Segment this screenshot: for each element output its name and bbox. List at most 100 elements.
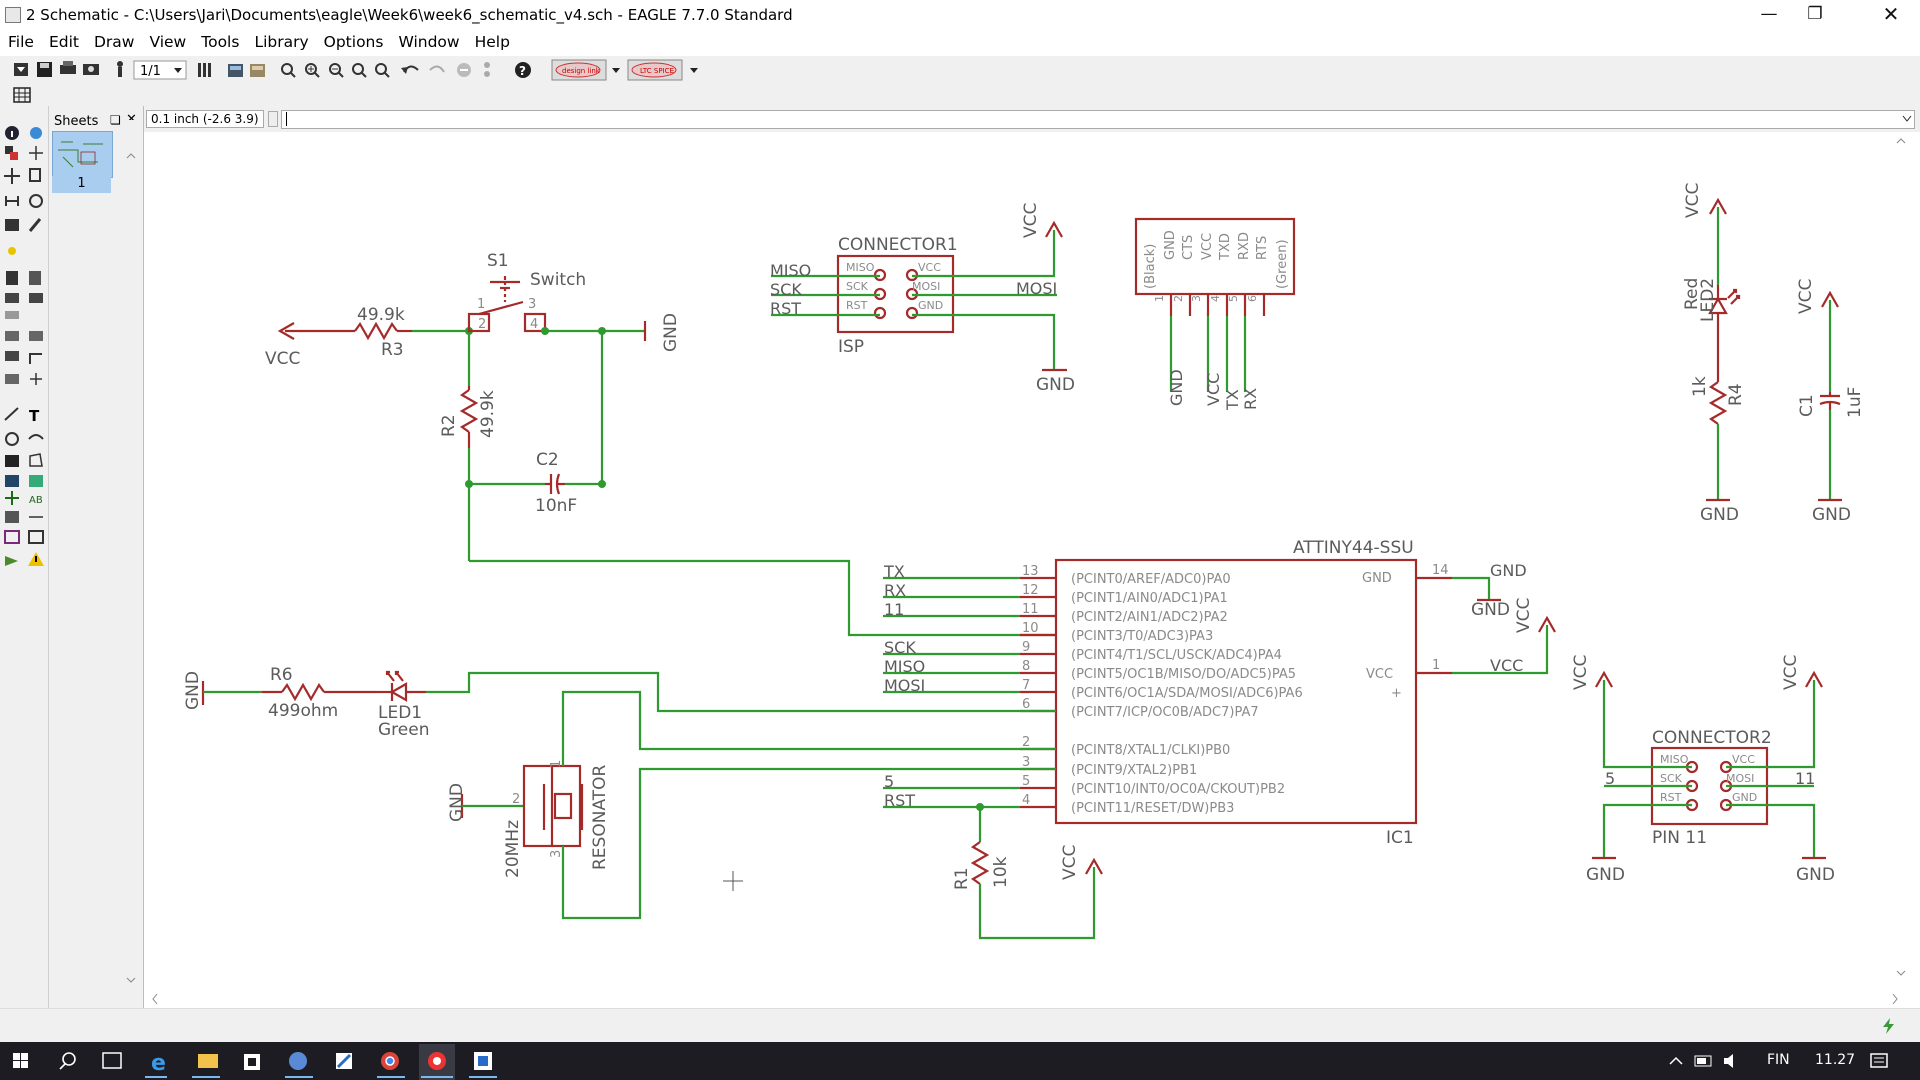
volume-icon[interactable]	[1724, 1054, 1733, 1068]
name-icon[interactable]	[5, 331, 19, 341]
mirror-icon[interactable]	[5, 196, 19, 206]
invoke-icon[interactable]	[30, 373, 42, 385]
menu-library[interactable]: Library	[254, 33, 309, 51]
bus-icon[interactable]	[5, 475, 19, 487]
wire[interactable]	[1602, 803, 1692, 858]
junction-icon[interactable]	[5, 491, 19, 505]
chevron-up-icon[interactable]	[1669, 1056, 1683, 1065]
c1-capacitor[interactable]	[1819, 392, 1841, 410]
sheets-scrollbar[interactable]	[123, 120, 139, 1000]
attribute-icon[interactable]	[5, 511, 19, 523]
c2-capacitor[interactable]	[545, 473, 565, 495]
copy-icon[interactable]	[29, 168, 41, 182]
wire[interactable]	[561, 767, 1056, 920]
start-icon[interactable]	[13, 1053, 28, 1068]
app-icon-framed[interactable]	[469, 1052, 497, 1078]
net-icon[interactable]	[29, 475, 43, 487]
store-icon[interactable]	[244, 1054, 260, 1070]
led2-diode[interactable]	[1708, 285, 1741, 325]
zoom-out-icon[interactable]	[329, 63, 344, 78]
rect-icon[interactable]	[5, 455, 19, 467]
vertical-scrollbar[interactable]	[1896, 133, 1906, 990]
edge-icon[interactable]: e	[145, 1051, 167, 1078]
open-icon[interactable]	[14, 63, 28, 76]
horizontal-scrollbar-track[interactable]	[145, 990, 1905, 1008]
sheet-thumbnail[interactable]	[52, 131, 113, 178]
file-explorer-icon[interactable]	[192, 1054, 220, 1078]
smash-icon[interactable]	[5, 351, 19, 361]
chevron-down-icon[interactable]	[690, 68, 698, 73]
erc-icon[interactable]	[5, 556, 18, 566]
wire[interactable]	[561, 690, 1056, 766]
redo-icon[interactable]	[429, 65, 445, 73]
cam-icon[interactable]	[83, 64, 99, 75]
circle-icon[interactable]	[5, 432, 19, 446]
wire-icon[interactable]	[4, 407, 19, 421]
wire[interactable]	[1452, 625, 1549, 675]
replace-icon[interactable]	[5, 311, 19, 319]
battery-icon[interactable]	[1694, 1055, 1712, 1067]
show-icon[interactable]	[30, 127, 42, 139]
r1-resistor[interactable]	[970, 841, 990, 885]
command-history-button[interactable]	[268, 111, 278, 127]
script-icon[interactable]	[228, 64, 243, 77]
s1-switch[interactable]	[467, 276, 547, 333]
chrome-icon[interactable]	[377, 1052, 405, 1078]
label-icon[interactable]: AB	[29, 495, 43, 506]
rotate-icon[interactable]	[29, 194, 43, 208]
menu-edit[interactable]: Edit	[48, 33, 79, 51]
r6-resistor[interactable]	[262, 682, 376, 702]
save-icon[interactable]	[37, 62, 52, 77]
display-icon[interactable]	[5, 146, 18, 160]
grid-icon[interactable]	[0, 84, 40, 106]
app-icon-blue[interactable]	[285, 1052, 313, 1078]
polygon-icon[interactable]	[29, 453, 43, 467]
use-library-icon[interactable]	[117, 61, 123, 77]
undo-icon[interactable]	[401, 65, 419, 74]
float-panel-icon[interactable]: ❏	[110, 113, 121, 127]
menu-view[interactable]: View	[149, 33, 187, 51]
ftdi-header-body[interactable]	[1134, 217, 1296, 296]
menu-draw[interactable]: Draw	[93, 33, 135, 51]
move-icon[interactable]	[4, 168, 20, 184]
wire[interactable]	[978, 867, 1096, 940]
r4-resistor[interactable]	[1708, 325, 1728, 425]
menu-tools[interactable]: Tools	[201, 33, 240, 51]
restore-button[interactable]: ❐	[1807, 4, 1823, 24]
clock[interactable]: 11.27	[1815, 1052, 1856, 1068]
board-icon[interactable]	[198, 63, 211, 77]
group-icon[interactable]	[5, 219, 19, 231]
eagle-taskbar-icon[interactable]	[419, 1044, 455, 1080]
language-indicator[interactable]: FIN	[1767, 1052, 1790, 1068]
zoom-fit-icon[interactable]	[281, 63, 296, 78]
task-view-icon[interactable]	[102, 1052, 122, 1069]
change-icon[interactable]	[28, 218, 42, 232]
schematic-canvas[interactable]: .w { stroke:#2f9a2f; stroke-width:2.2; f…	[145, 133, 1906, 990]
notification-icon[interactable]	[1868, 1050, 1892, 1074]
help-icon[interactable]: ?	[515, 62, 531, 78]
frame-icon[interactable]	[4, 530, 20, 544]
chevron-down-icon[interactable]	[612, 68, 620, 73]
mark-icon[interactable]	[29, 146, 43, 160]
search-icon[interactable]	[59, 1052, 76, 1070]
wire[interactable]	[912, 313, 1056, 370]
led1-diode[interactable]	[376, 670, 426, 702]
minimize-button[interactable]: —	[1760, 4, 1778, 24]
arc-icon[interactable]	[28, 434, 44, 440]
go-icon[interactable]	[484, 62, 490, 77]
print-icon[interactable]	[60, 61, 76, 74]
warning-icon[interactable]	[28, 552, 44, 566]
zoom-select-icon[interactable]	[375, 63, 390, 78]
add-icon[interactable]	[29, 271, 41, 285]
split-icon[interactable]	[5, 374, 19, 384]
paste-icon[interactable]	[8, 247, 16, 255]
command-line-input[interactable]	[281, 110, 1915, 129]
zoom-in-icon[interactable]	[305, 63, 320, 78]
r3-resistor[interactable]	[285, 321, 412, 341]
miter-icon[interactable]	[29, 353, 42, 364]
wire[interactable]	[469, 559, 1056, 637]
gateswap-icon[interactable]	[29, 293, 43, 303]
wire[interactable]	[1452, 576, 1491, 600]
wire[interactable]	[1726, 680, 1816, 769]
menu-file[interactable]: File	[8, 33, 34, 51]
